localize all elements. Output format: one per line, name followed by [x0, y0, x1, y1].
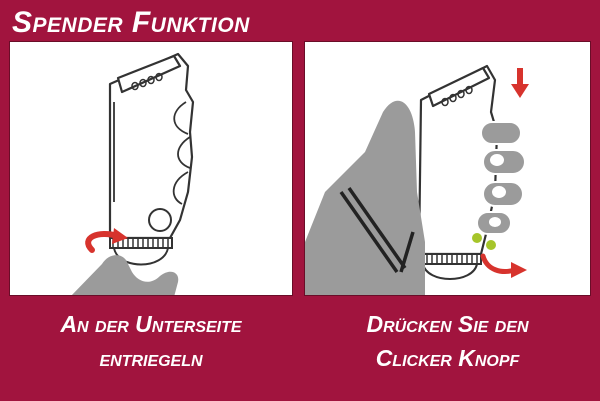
down-arrow-icon [511, 68, 529, 98]
clicker-ball [486, 240, 496, 250]
rotate-arrow-icon [85, 228, 128, 253]
clicker-ball [472, 233, 482, 243]
hand [305, 100, 425, 295]
step-panel-press [304, 41, 591, 296]
dispenser-body [417, 64, 499, 256]
caption-line: Drücken Sie den [366, 311, 529, 337]
hand [71, 255, 179, 295]
caption-line: Clicker Knopf [375, 345, 520, 371]
nozzle-holes [441, 85, 473, 107]
dispenser-unlock-illustration [71, 52, 195, 295]
caption-line: entriegeln [99, 345, 203, 371]
nozzle-holes [131, 72, 163, 91]
wrist-strap [339, 186, 415, 274]
page-title: Spender Funktion [12, 6, 250, 39]
curved-arrow-icon [480, 253, 527, 278]
step-caption-press: Drücken Sie den Clicker Knopf [304, 307, 591, 375]
locking-ring [418, 253, 482, 280]
step-caption-unlock: An der Unterseite entriegeln [9, 307, 293, 375]
caption-line: An der Unterseite [60, 311, 242, 337]
fingers [476, 121, 526, 235]
dispenser-press-illustration [305, 64, 529, 295]
locking-ring [109, 237, 173, 266]
grip-contour [113, 101, 191, 205]
step-panel-unlock [9, 41, 293, 296]
clicker-button [148, 208, 172, 232]
